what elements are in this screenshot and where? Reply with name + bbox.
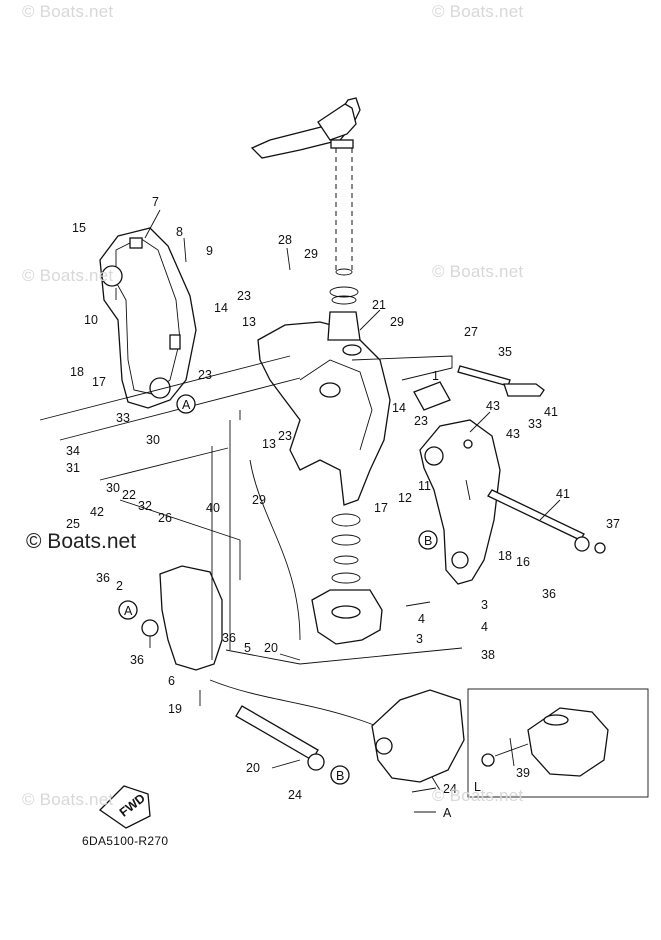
swivel-bracket — [257, 286, 391, 506]
callout: 30 — [106, 481, 120, 495]
callout: 33 — [116, 411, 130, 425]
callout: 24 — [443, 782, 457, 796]
callout: 6 — [168, 674, 175, 688]
callout: 36 — [542, 587, 556, 601]
callout: 8 — [176, 225, 183, 239]
callout: 15 — [72, 221, 86, 235]
callout: 41 — [556, 487, 570, 501]
callout: 3 — [416, 632, 423, 646]
watermark: © Boats.net — [432, 786, 524, 805]
callout: 32 — [138, 499, 152, 513]
callout: 24 — [288, 788, 302, 802]
callout: 28 — [278, 233, 292, 247]
callout: 33 — [528, 417, 542, 431]
ref-b-right: B — [424, 534, 432, 548]
callout: 43 — [486, 399, 500, 413]
callout: 18 — [70, 365, 84, 379]
callout: 19 — [168, 702, 182, 716]
inset-detail-box — [467, 688, 649, 798]
clamp-bracket-right — [419, 419, 501, 585]
ref-markers: A B A B — [118, 394, 438, 785]
watermark: © Boats.net — [432, 262, 524, 281]
callout: 14 — [392, 401, 406, 415]
watermark-dark: © Boats.net — [26, 530, 137, 553]
callout: 10 — [84, 313, 98, 327]
callout: 29 — [252, 493, 266, 507]
callout: 29 — [390, 315, 404, 329]
lower-mount — [311, 513, 383, 645]
callout: 23 — [278, 429, 292, 443]
callout: 23 — [414, 414, 428, 428]
callout: 4 — [418, 612, 425, 626]
ref-a-top: A — [182, 398, 191, 412]
callout: 20 — [264, 641, 278, 655]
callout: 39 — [516, 766, 530, 780]
watermark: © Boats.net — [22, 2, 114, 21]
ground-wire — [225, 647, 463, 665]
steering-arm — [250, 97, 361, 276]
callout: 11 — [418, 479, 431, 493]
callout: 13 — [262, 437, 276, 451]
callout: 29 — [304, 247, 318, 261]
callout: 25 — [66, 517, 80, 531]
callout: 36 — [222, 631, 236, 645]
callout: 9 — [206, 244, 213, 258]
callout: 35 — [498, 345, 512, 359]
callout: 16 — [516, 555, 530, 569]
ref-b-bottom: B — [336, 769, 344, 783]
callout: 17 — [374, 501, 388, 515]
callout: 20 — [246, 761, 260, 775]
callout-numbers: 7 8 9 15 10 18 17 28 29 23 13 14 21 23 2… — [66, 195, 620, 820]
callout: 22 — [122, 488, 136, 502]
callout: 31 — [66, 461, 80, 475]
bottom-mount-housing — [371, 689, 465, 783]
callout: 37 — [606, 517, 620, 531]
callout: 27 — [464, 325, 478, 339]
watermark: © Boats.net — [22, 790, 114, 809]
callout: 12 — [398, 491, 412, 505]
callout: 34 — [66, 444, 80, 458]
callout: 21 — [372, 298, 386, 312]
callout: 42 — [90, 505, 104, 519]
callout: 26 — [158, 511, 172, 525]
lower-side-bracket — [141, 565, 223, 671]
inset-label: L — [474, 780, 481, 794]
callout: 38 — [481, 648, 495, 662]
callout: 4 — [481, 620, 488, 634]
callout: 13 — [242, 315, 256, 329]
callout: 36 — [130, 653, 144, 667]
callout: 23 — [198, 368, 212, 382]
callout: 1 — [432, 369, 439, 383]
tilt-shaft — [487, 489, 606, 554]
callout: 36 — [96, 571, 110, 585]
tilt-stop-lever — [457, 365, 545, 397]
watermark: © Boats.net — [432, 2, 524, 21]
callout: 14 — [214, 301, 228, 315]
catalog-code: 6DA5100-R270 — [82, 834, 169, 848]
callout: 40 — [206, 501, 220, 515]
ref-a-bottom: A — [124, 604, 133, 618]
callout: 43 — [506, 427, 520, 441]
callout: 30 — [146, 433, 160, 447]
callout: 17 — [92, 375, 106, 389]
callout: A — [443, 806, 452, 820]
callout: 3 — [481, 598, 488, 612]
fwd-arrow: FWD — [98, 785, 151, 829]
callout: 2 — [116, 579, 123, 593]
clamp-bracket-left — [99, 227, 197, 409]
watermark: © Boats.net — [22, 266, 114, 285]
bushing-35 — [413, 381, 451, 411]
callout: 5 — [244, 641, 251, 655]
callout: 23 — [237, 289, 251, 303]
pipe-19 — [235, 705, 325, 771]
callout: 7 — [152, 195, 159, 209]
callout: 41 — [544, 405, 558, 419]
callout: 18 — [498, 549, 512, 563]
